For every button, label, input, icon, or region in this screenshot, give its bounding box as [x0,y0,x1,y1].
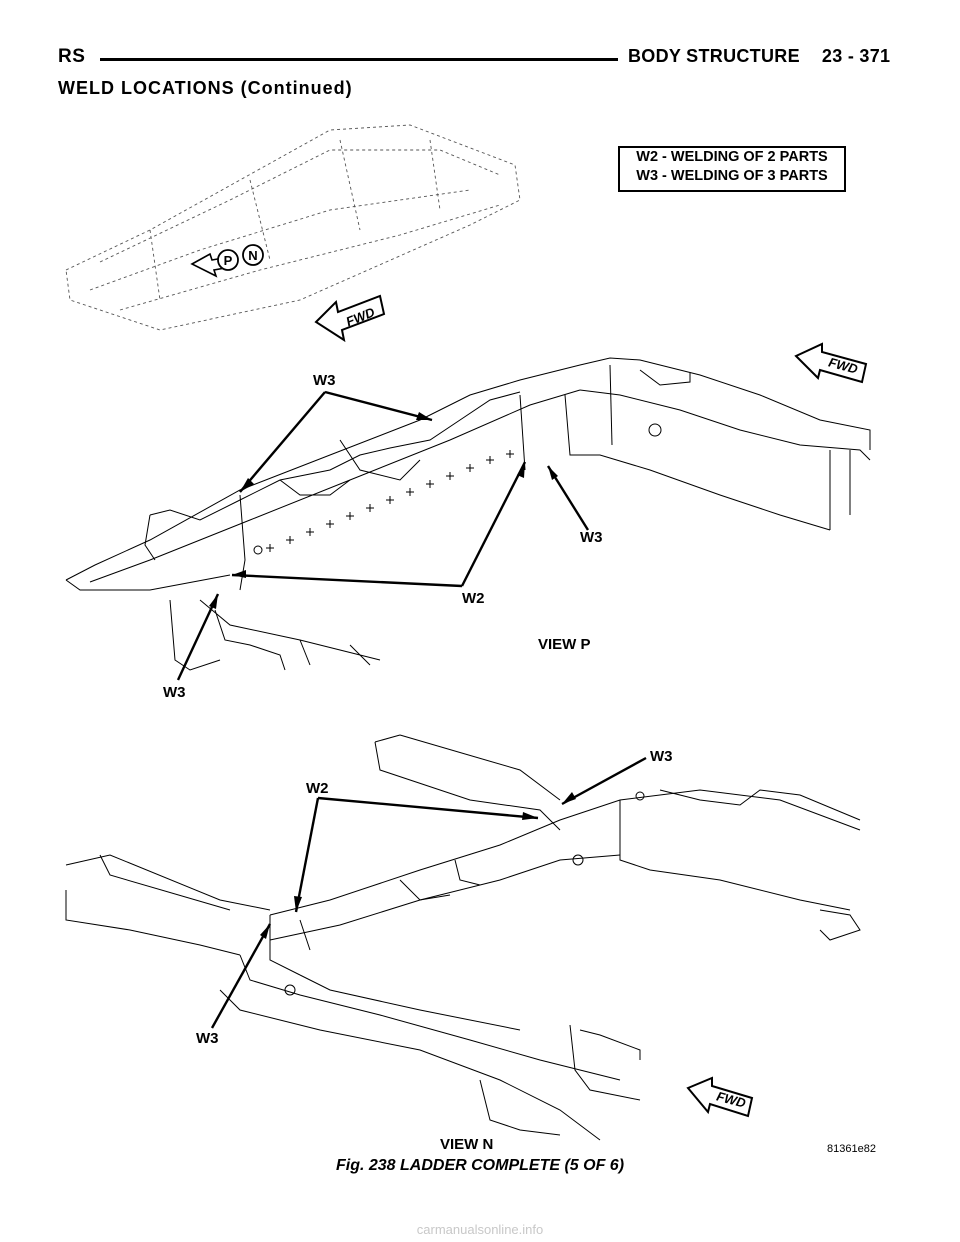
marker-p: P [224,253,233,268]
watermark: carmanualsonline.info [416,1222,544,1237]
figure-id: 81361e82 [827,1143,876,1155]
legend-w3: W3 - WELDING OF 3 PARTS [636,168,828,184]
legend-w2: W2 - WELDING OF 2 PARTS [636,149,828,165]
view-n-callout-w3-top: W3 [650,748,673,765]
header-section-code: RS [58,46,86,67]
view-n-title: VIEW N [440,1136,494,1153]
page-number: 23 - 371 [821,46,891,66]
weld-legend-box: W2 - WELDING OF 2 PARTS W3 - WELDING OF … [618,146,846,192]
inset-fwd-arrow: FWD [314,294,386,343]
figure-caption: Fig. 238 LADDER COMPLETE (5 OF 6) [335,1157,625,1174]
view-p-weld-marks [266,450,514,552]
marker-n: N [248,248,257,263]
view-p-callout-w3-top: W3 [313,372,336,389]
view-p-fwd-arrow: FWD [794,342,868,384]
view-n-fwd-arrow: FWD [686,1076,754,1118]
inset-frame-outline [65,124,521,331]
section-title: WELD LOCATIONS (Continued) [58,78,353,98]
view-n-callout-w2: W2 [306,780,329,797]
view-p-leader-lines [176,390,590,681]
view-n-callout-w3-bottom: W3 [196,1030,219,1047]
header-title: BODY STRUCTURE [628,46,800,66]
header-title-block: BODY STRUCTURE 23 - 371 [628,46,890,67]
view-p-arrowheads [209,412,558,609]
view-p-callout-w3-right: W3 [580,529,603,546]
view-p-title: VIEW P [538,636,591,653]
view-n-frame-drawing [65,734,861,1141]
header-rule [100,58,618,61]
view-n-leader-lines [210,756,647,1029]
pn-view-marker: P N [190,244,264,278]
view-p-callout-w3-bottom: W3 [163,684,186,701]
view-p-callout-w2: W2 [462,590,485,607]
view-p-frame-drawing [65,357,871,671]
view-n-arrowheads [260,792,576,939]
